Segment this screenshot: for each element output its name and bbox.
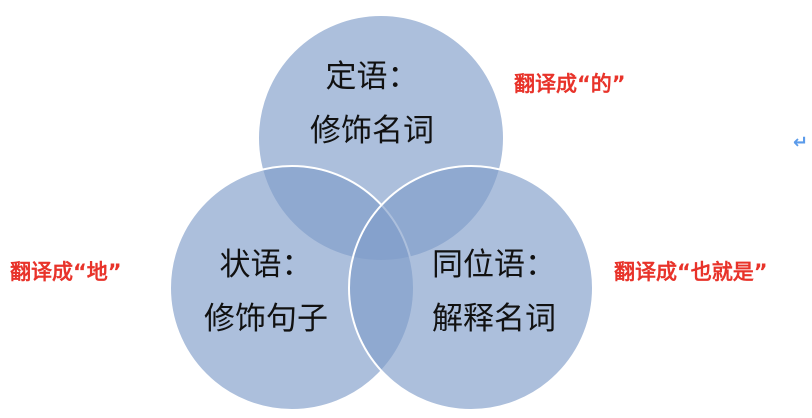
appositive-text: 同位语： 解释名词 [394,238,594,346]
appositive-desc: 解释名词 [432,301,556,337]
adverbial-title: 状语： [219,247,313,283]
translation-yejiushi: 翻译成“也就是” [614,260,768,284]
circle-appositive [348,165,594,411]
adverbial-desc: 修饰句子 [204,301,328,337]
return-arrow-icon: ↵ [793,132,809,153]
adverbial-text: 状语： 修饰句子 [166,238,366,346]
translation-di: 翻译成“地” [10,260,122,284]
translation-de: 翻译成“的” [514,72,626,96]
attributive-text: 定语： 修饰名词 [272,50,472,158]
appositive-title: 同位语： [432,247,556,283]
attributive-title: 定语： [325,59,419,95]
attributive-desc: 修饰名词 [310,113,434,149]
